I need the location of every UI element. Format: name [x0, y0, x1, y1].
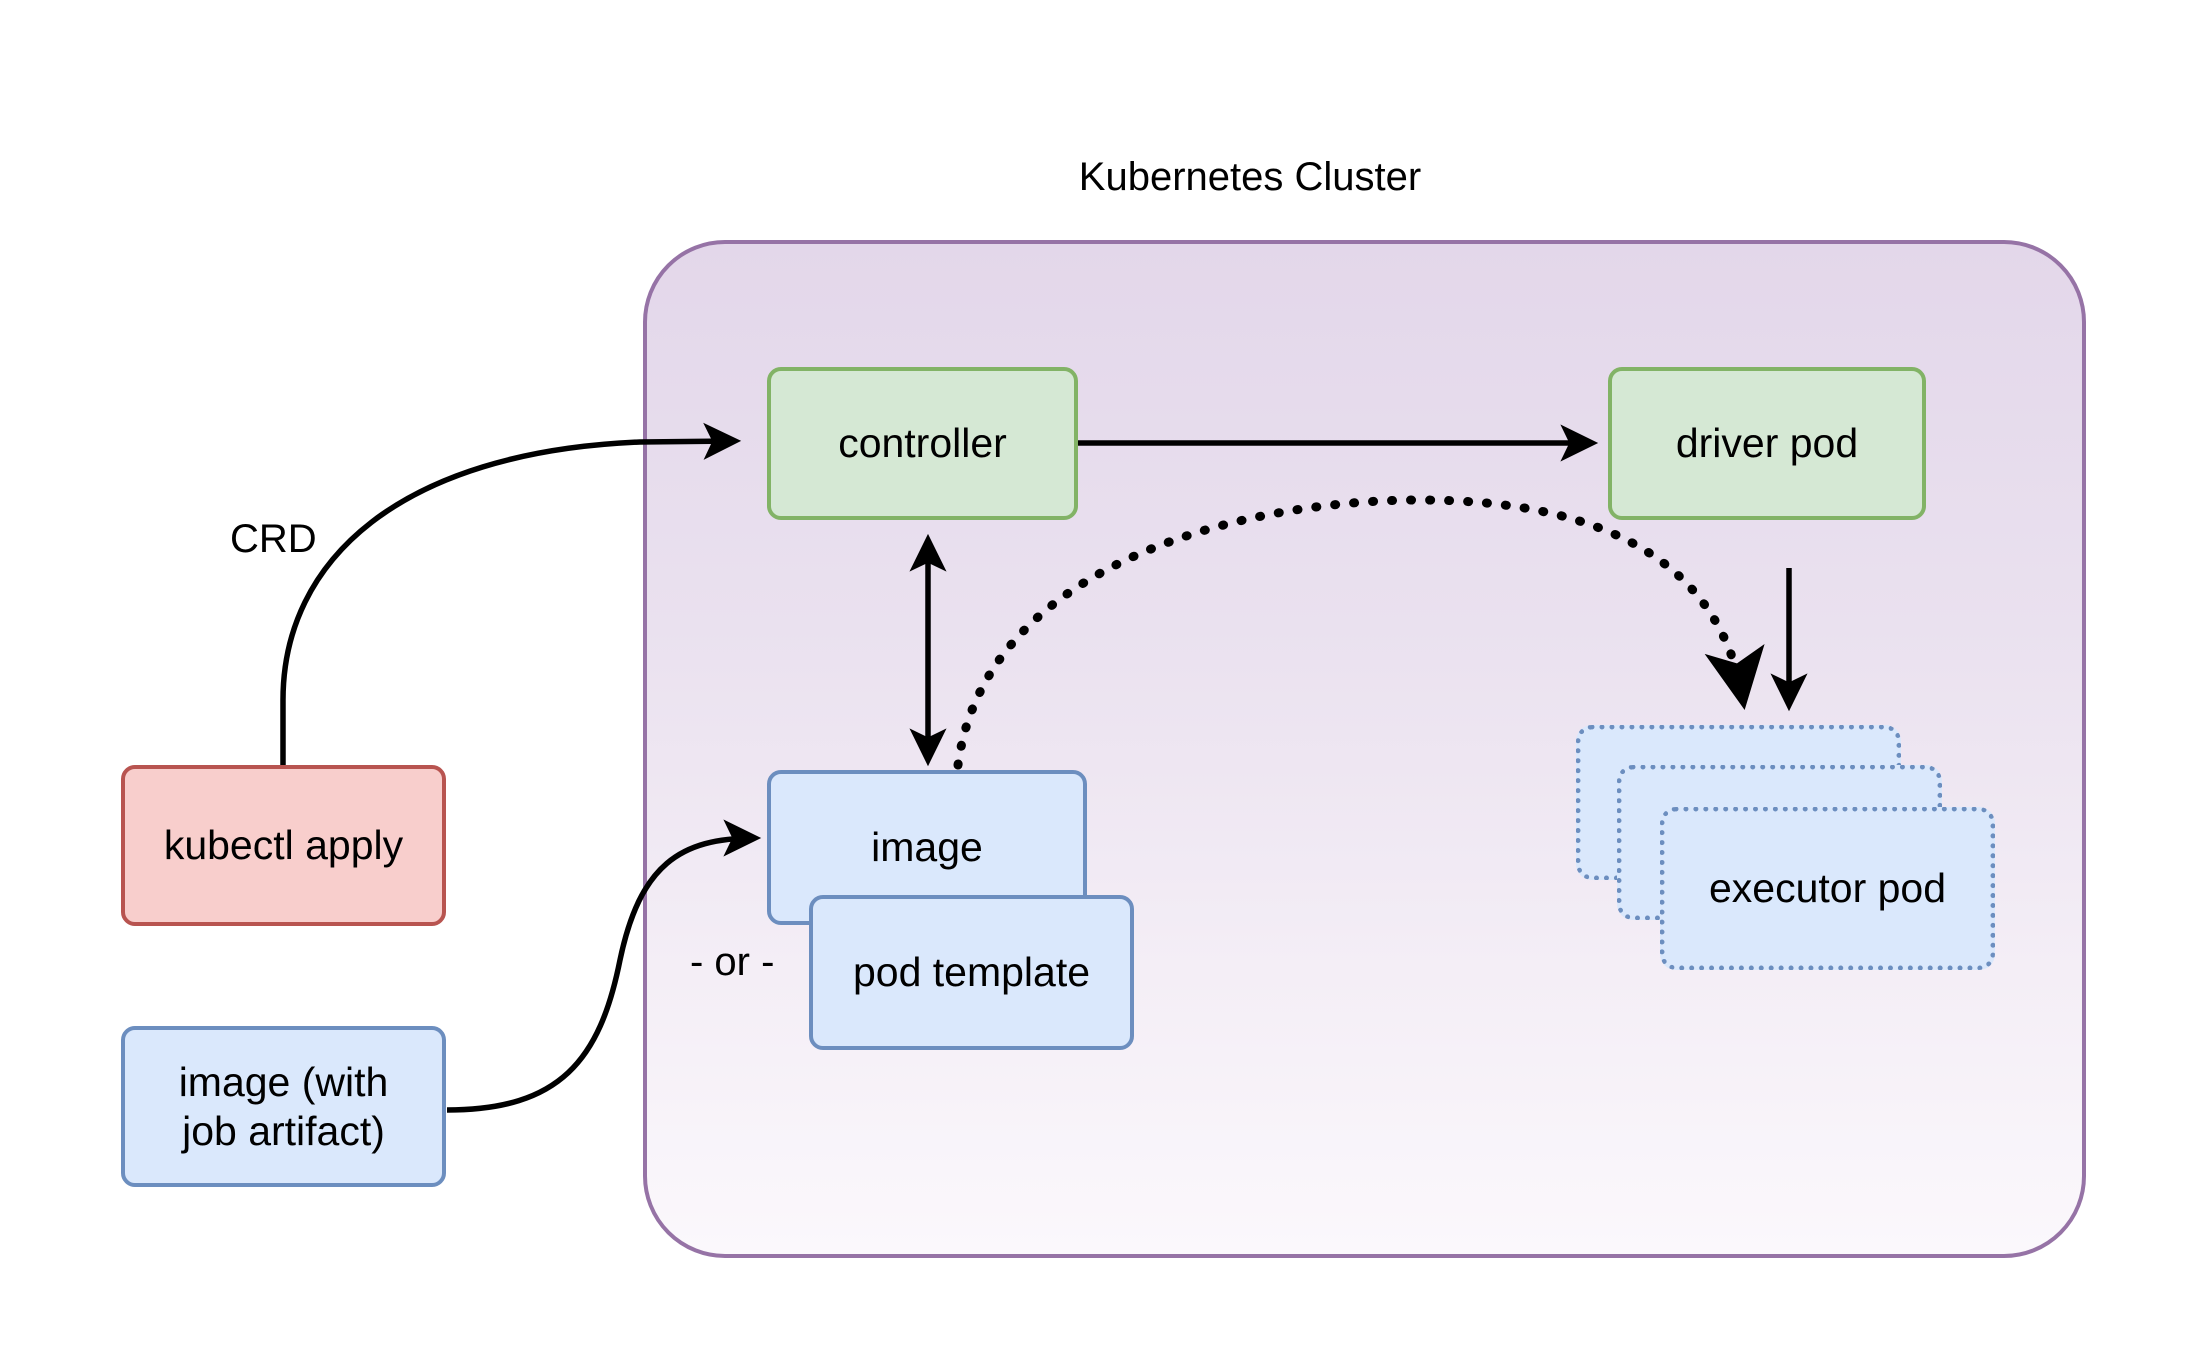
edge-label-crd: CRD [230, 517, 317, 561]
node-kubectl-apply[interactable]: kubectl apply [121, 765, 446, 926]
node-controller[interactable]: controller [767, 367, 1078, 520]
edge-label-or: - or - [690, 940, 775, 984]
cluster-title: Kubernetes Cluster [1078, 155, 1422, 199]
node-pod-template[interactable]: pod template [809, 895, 1134, 1050]
node-executor-pod-front[interactable]: executor pod [1660, 807, 1995, 970]
node-driver-pod[interactable]: driver pod [1608, 367, 1926, 520]
node-image-with-job-artifact[interactable]: image (with job artifact) [121, 1026, 446, 1187]
